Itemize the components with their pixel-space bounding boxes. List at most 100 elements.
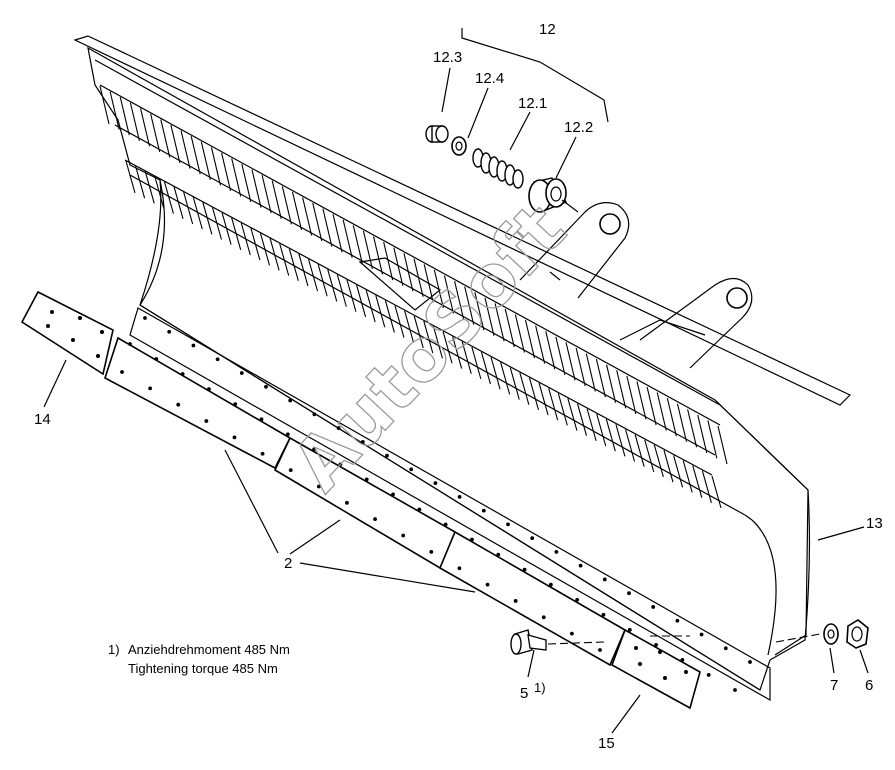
bolt-hole — [233, 402, 238, 407]
callout-12-3: 12.3 — [433, 49, 462, 66]
bolt-hole — [232, 435, 237, 440]
screen-rib — [519, 372, 530, 405]
bolt-hole — [496, 552, 501, 557]
screen-rib — [356, 284, 367, 318]
screen-rib — [288, 248, 299, 281]
screen-rib — [279, 243, 290, 276]
screen-rib — [394, 305, 405, 338]
screen-rib — [221, 212, 232, 245]
bolt-hole — [215, 357, 220, 362]
screen-rib — [373, 236, 384, 275]
screen-rib — [150, 113, 161, 152]
bolt-hole — [285, 432, 290, 437]
screen-rib — [346, 279, 357, 312]
screen-rib — [656, 392, 667, 431]
bolt-hole — [288, 398, 293, 403]
screen-rib — [452, 336, 463, 369]
screen-rib — [606, 364, 617, 403]
bolt-hole — [627, 627, 632, 632]
screen-rib — [666, 398, 677, 437]
screen-rib — [259, 233, 271, 266]
screen-rib — [173, 186, 184, 219]
bushing-assembly — [425, 28, 609, 213]
bolt-hole — [345, 500, 349, 505]
bolt-hole — [578, 563, 583, 568]
screen-rib — [616, 370, 627, 409]
bolt-hole — [675, 618, 680, 623]
screen-rib — [240, 222, 251, 256]
bolt-hole — [470, 537, 474, 542]
screen-rib — [336, 274, 347, 307]
screen-rib — [192, 196, 203, 230]
screen-rib — [682, 460, 693, 493]
screen-rib — [342, 219, 353, 258]
bolt-hole — [733, 688, 737, 692]
screen-rib — [210, 147, 221, 186]
screen-rib — [545, 331, 556, 370]
washer-7 — [823, 623, 839, 645]
screen-rib — [676, 403, 688, 442]
screen-rib — [567, 398, 578, 431]
bolt-hole — [191, 343, 196, 348]
screen-rib — [99, 85, 110, 125]
screen-rib — [585, 353, 596, 392]
bolt-hole — [699, 632, 704, 637]
screen-rib — [576, 403, 588, 436]
ribbed-screen — [94, 59, 746, 516]
screen-rib — [135, 166, 146, 199]
screen-rib — [494, 303, 505, 342]
wear-plate-3 — [438, 530, 627, 667]
screen-rib — [605, 419, 616, 452]
torque-note: 1) Anziehdrehmoment 485 Nm Tightening to… — [108, 642, 290, 676]
screen-rib — [663, 450, 674, 483]
screen-rib — [393, 247, 404, 286]
bolt-hole — [748, 660, 752, 664]
bolt-hole — [312, 447, 317, 452]
screen-rib — [653, 444, 664, 478]
screen-rib — [707, 420, 718, 459]
screen-rib — [383, 241, 394, 281]
screen-rib — [461, 341, 472, 374]
bolt-hole — [485, 582, 490, 587]
screen-rib — [634, 434, 645, 467]
callout-7: 7 — [830, 677, 838, 694]
bolt-hole — [259, 417, 264, 422]
screen-rib — [596, 413, 607, 447]
callout-12-4: 12.4 — [475, 70, 504, 87]
callout-6: 6 — [865, 677, 873, 694]
screen-rib — [423, 320, 434, 354]
bolt-hole — [654, 642, 658, 647]
bolt-hole — [239, 371, 244, 375]
screen-rib — [555, 336, 566, 375]
screen-rib — [673, 455, 684, 488]
screen-rib — [307, 258, 319, 292]
screen-rib — [701, 470, 712, 503]
screen-rib — [200, 141, 211, 180]
screen-rib — [625, 429, 636, 462]
callout-5: 5 — [520, 685, 528, 702]
callout-15: 15 — [598, 735, 615, 752]
screen-rib — [636, 381, 647, 420]
screen-rib — [160, 119, 171, 158]
screen-rib — [170, 124, 181, 164]
screen-rib — [575, 347, 586, 387]
part-12-2-sleeve — [528, 177, 579, 213]
screen-rib — [365, 289, 376, 323]
screen-rib — [514, 314, 525, 353]
screen-rib — [692, 465, 703, 498]
screen-rib — [332, 214, 343, 253]
bolt-hole — [409, 467, 414, 472]
note-line-german: Anziehdrehmoment 485 Nm — [128, 642, 290, 657]
bolt-hole — [143, 316, 147, 320]
screen-rib — [251, 169, 262, 208]
screen-rib — [119, 97, 130, 136]
screen-rib — [322, 208, 333, 247]
screen-rib — [535, 325, 546, 364]
screen-rib — [480, 351, 491, 385]
screen-rib — [474, 292, 485, 331]
bolt-hole — [513, 599, 518, 603]
part-12-1-spring — [472, 148, 524, 189]
bolt-hole — [598, 648, 602, 652]
screen-rib — [538, 382, 549, 416]
bolt-hole — [457, 566, 462, 571]
